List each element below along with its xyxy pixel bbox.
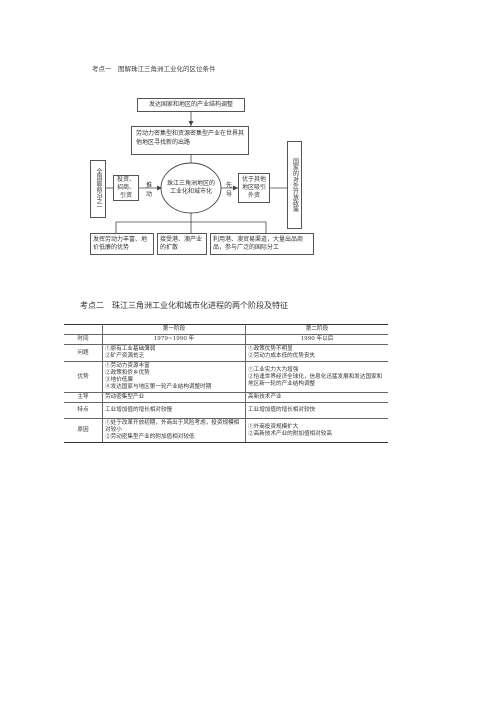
diagram-top-box: 发达国家和地区的产业结构调整 xyxy=(137,98,245,112)
table-row-label: 时间 xyxy=(64,334,103,345)
table-row: 主导 劳动密集型产业 高新技术产业 xyxy=(64,392,388,403)
table-cell: ①劳动力资源丰富 ②政策和侨乡优势 ③地价低廉 ④发达国家与地区第一轮产业结构调… xyxy=(102,361,246,393)
diagram-promote-label: 先导 xyxy=(226,182,233,198)
table-row-label: 特点 xyxy=(64,402,103,419)
section2-heading: 考点二 珠江三角洲工业化和城市化进程的两个阶段及特征 xyxy=(80,301,288,310)
diagram-left-side: 全国最前沿之一 xyxy=(90,160,106,218)
table-cell: ①外商投资规模扩大 ②高新技术产业的附加值相对较高 xyxy=(245,418,388,443)
table-cell: 1979~1990 年 xyxy=(102,334,246,345)
table-header-stage1: 第一阶段 xyxy=(102,324,246,335)
table-row: 原因 ①处于改革开放初期，外商出于风险考虑，投资规模相对较小 ②劳动密集型产业的… xyxy=(64,418,388,443)
diagram-center-circle: 珠江三角洲地区的工业化和城市化 xyxy=(166,179,215,196)
table-cell: ①工业实力大为增强 ②恰逢世界经济全球化，信息化迅猛发展和发达国家和地区新一轮的… xyxy=(245,361,388,393)
diagram-push-label: 推动 xyxy=(146,182,153,198)
table-cell: 工业增加值的增长相对较快 xyxy=(245,402,388,419)
table-cell: ①政策优势不明显 ②劳动力成本低的优势丧失 xyxy=(245,344,388,362)
table-header-row: 第一阶段 第二阶段 xyxy=(64,324,388,335)
diagram-bottom-left: 发挥劳动力丰富、地价低廉的优势 xyxy=(90,233,154,255)
table-row-label: 优势 xyxy=(64,361,103,393)
section1-heading: 考点一 图解珠江三角洲工业化的区位条件 xyxy=(92,65,216,73)
stages-table: 第一阶段 第二阶段 时间 1979~1990 年 1990 年以后 问题 ①原有… xyxy=(64,324,388,443)
table-cell: 劳动密集型产业 xyxy=(102,392,246,403)
table-row: 问题 ①原有工业基础薄弱 ②矿产资源贫乏 ①政策优势不明显 ②劳动力成本低的优势… xyxy=(64,344,388,362)
table-row-label: 问题 xyxy=(64,344,103,362)
table-header-blank xyxy=(64,324,103,335)
table-cell: 1990 年以后 xyxy=(245,334,388,345)
table-row-label: 原因 xyxy=(64,418,103,443)
diagram-right-side: 国家的对外开放政策 xyxy=(287,141,302,229)
diagram-bottom-right: 利用港、澳贸易渠道，大量出品商品，参与广泛的国际分工 xyxy=(210,233,314,255)
table-header-stage2: 第二阶段 xyxy=(245,324,388,335)
table-cell: ①处于改革开放初期，外商出于风险考虑，投资规模相对较小 ②劳动密集型产业的附加值… xyxy=(102,418,246,443)
table-cell: 高新技术产业 xyxy=(245,392,388,403)
diagram-bottom-mid: 接受港、澳产业的扩散 xyxy=(157,233,207,255)
table-row: 特点 工业增加值的增长相对较慢 工业增加值的增长相对较快 xyxy=(64,402,388,419)
diagram-mid-box: 劳动力密集型和资源密集型产业在世界其他地区寻找新的出路 xyxy=(131,126,249,155)
table-cell: 工业增加值的增长相对较慢 xyxy=(102,402,246,419)
table-row: 时间 1979~1990 年 1990 年以后 xyxy=(64,334,388,345)
table-cell: ①原有工业基础薄弱 ②矿产资源贫乏 xyxy=(102,344,246,362)
table-row: 优势 ①劳动力资源丰富 ②政策和侨乡优势 ③地价低廉 ④发达国家与地区第一轮产业… xyxy=(64,361,388,393)
table-row-label: 主导 xyxy=(64,392,103,403)
diagram-outlet-box: 优于其他地区吸引外资 xyxy=(238,173,270,203)
diagram-invest-box: 投资、招商、引资 xyxy=(113,175,139,201)
